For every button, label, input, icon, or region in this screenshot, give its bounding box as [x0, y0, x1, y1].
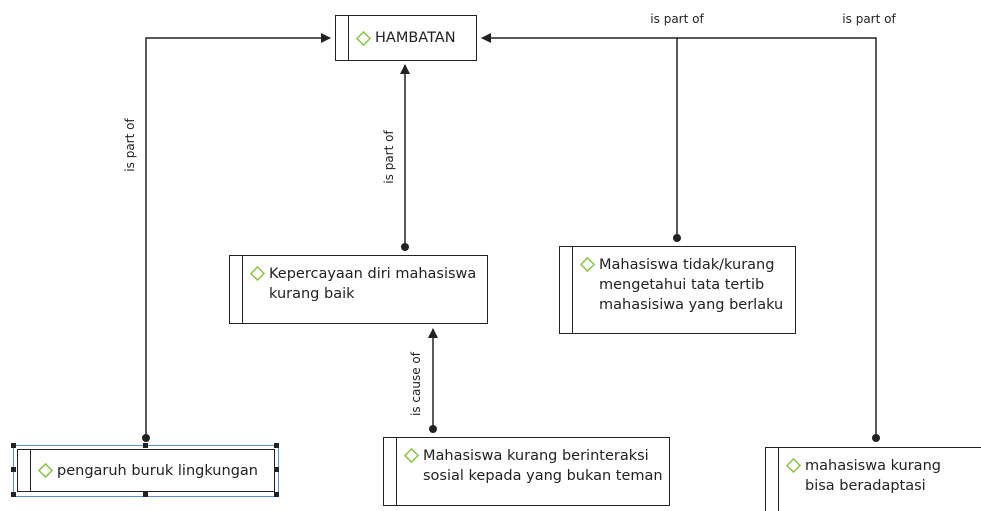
node-bar — [30, 450, 31, 491]
connector-dot-berinteraksi — [429, 425, 437, 433]
connector-adaptasi-to-hambatan[interactable] — [677, 37, 877, 438]
node-bar — [348, 16, 349, 60]
node-label: HAMBATAN — [375, 30, 456, 46]
relation-label-adaptasi: is part of — [842, 12, 896, 26]
node-bar — [778, 448, 779, 511]
connector-dot-kepercayaan — [401, 243, 409, 251]
diamond-icon — [580, 257, 595, 272]
connector-tidak-tahu-to-hambatan[interactable] — [481, 33, 678, 238]
node-berinteraksi[interactable]: Mahasiswa kurang berinteraksi sosial kep… — [383, 437, 670, 506]
node-pengaruh[interactable]: pengaruh buruk lingkungan — [17, 449, 275, 492]
node-label: mahasiswa kurang bisa beradaptasi — [805, 458, 941, 494]
connector-pengaruh-to-hambatan[interactable] — [145, 33, 331, 438]
node-kepercayaan[interactable]: Kepercayaan diri mahasiswa kurang baik — [229, 255, 488, 324]
connector-dot-pengaruh — [142, 434, 150, 442]
relation-label-kepercayaan: is part of — [382, 130, 396, 184]
node-label: Kepercayaan diri mahasiswa kurang baik — [269, 266, 477, 302]
node-bar — [242, 256, 243, 323]
relation-label-tidak-tahu: is part of — [650, 12, 704, 26]
node-label: Mahasiswa kurang berinteraksi sosial kep… — [423, 448, 663, 484]
node-adaptasi[interactable]: mahasiswa kurang bisa beradaptasi — [765, 447, 981, 511]
diamond-icon — [356, 30, 371, 46]
diamond-icon — [786, 458, 801, 473]
node-label: pengaruh buruk lingkungan — [57, 462, 258, 479]
node-hambatan[interactable]: HAMBATAN — [335, 15, 477, 61]
diamond-icon — [250, 266, 265, 281]
connector-dot-tidak-tahu — [673, 234, 681, 242]
connector-dot-adaptasi — [872, 434, 880, 442]
node-bar — [396, 438, 397, 505]
diamond-icon — [404, 448, 419, 463]
node-label: Mahasiswa tidak/kurang mengetahui tata t… — [599, 257, 784, 313]
node-bar — [572, 247, 573, 333]
relation-label-berinteraksi: is cause of — [409, 352, 423, 416]
relation-label-pengaruh: is part of — [123, 118, 137, 172]
node-tidak-tahu[interactable]: Mahasiswa tidak/kurang mengetahui tata t… — [559, 246, 796, 334]
diamond-icon — [38, 463, 53, 478]
